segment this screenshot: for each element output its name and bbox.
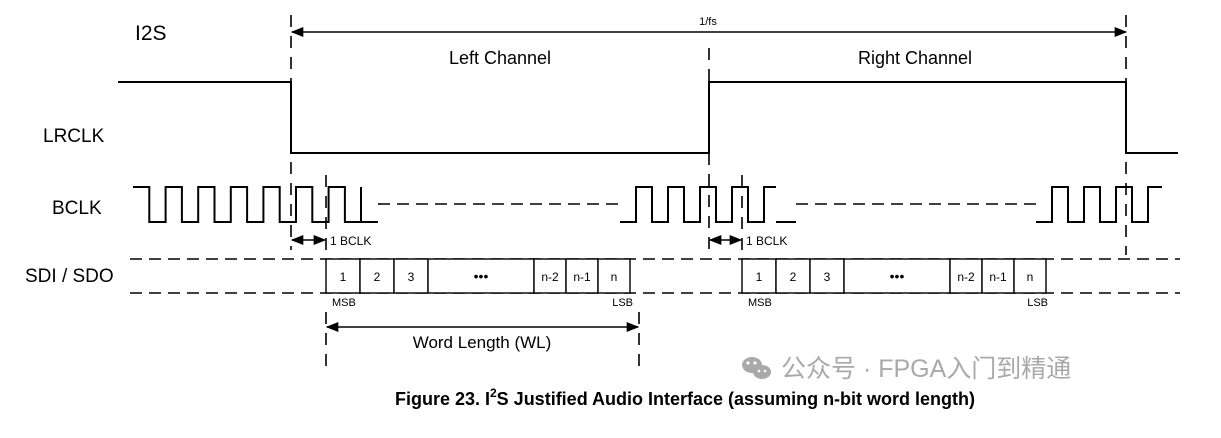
bclk-waveform bbox=[133, 186, 1162, 223]
delay-label-right: 1 BCLK bbox=[746, 234, 787, 248]
slot-box-right-4 bbox=[949, 258, 983, 294]
slot-label-right-6: n bbox=[1027, 270, 1034, 284]
bclk-segment-1 bbox=[133, 186, 361, 223]
delay-label-left: 1 BCLK bbox=[330, 234, 371, 248]
slot-label-left-2: 3 bbox=[408, 270, 415, 284]
slot-label-right-2: 3 bbox=[824, 270, 831, 284]
period-label: 1/fs bbox=[699, 16, 717, 28]
diagram-tag: I2S bbox=[135, 22, 167, 45]
bclk-segment-2 bbox=[620, 186, 776, 223]
slot-label-right-0: 1 bbox=[756, 270, 763, 284]
slot-label-left-5: n-1 bbox=[573, 270, 591, 284]
slot-box-right-6 bbox=[1013, 258, 1047, 294]
slot-box-left-2 bbox=[393, 258, 429, 294]
left-channel-label: Left Channel bbox=[449, 48, 551, 68]
slot-label-right-3: ••• bbox=[890, 268, 905, 284]
slot-label-left-0: 1 bbox=[340, 270, 347, 284]
slot-box-left-3 bbox=[427, 258, 535, 294]
slot-box-left-1 bbox=[359, 258, 395, 294]
bclk-label: BCLK bbox=[52, 198, 102, 219]
slot-label-right-1: 2 bbox=[790, 270, 797, 284]
slot-label-right-4: n-2 bbox=[957, 270, 975, 284]
lrclk-waveform bbox=[118, 81, 1178, 154]
figure-caption: Figure 23. I2S Justified Audio Interface… bbox=[395, 386, 975, 409]
slot-label-left-6: n bbox=[611, 270, 618, 284]
word-length-label: Word Length (WL) bbox=[413, 333, 552, 352]
lrclk-label: LRCLK bbox=[43, 126, 105, 147]
data-word-right: 1 2 3 ••• n-2 n-1 n bbox=[741, 258, 1047, 294]
bclk-segment-1-tail bbox=[360, 187, 378, 223]
slot-label-right-5: n-1 bbox=[989, 270, 1007, 284]
slot-label-left-4: n-2 bbox=[541, 270, 559, 284]
slot-label-left-3: ••• bbox=[474, 268, 489, 284]
data-word-left: 1 2 3 ••• n-2 n-1 n bbox=[325, 258, 631, 294]
slot-box-left-6 bbox=[597, 258, 631, 294]
slot-box-left-0 bbox=[325, 258, 361, 294]
watermark-text: 公众号 · FPGA入门到精通 bbox=[781, 355, 1071, 383]
bclk-segment-3 bbox=[1036, 186, 1162, 223]
lsb-label-right: LSB bbox=[1027, 297, 1048, 309]
msb-label-right: MSB bbox=[748, 297, 772, 309]
sdi-sdo-label: SDI / SDO bbox=[25, 266, 114, 287]
lsb-label-left: LSB bbox=[612, 297, 633, 309]
caption-prefix: Figure 23. I bbox=[395, 389, 490, 409]
slot-label-left-1: 2 bbox=[374, 270, 381, 284]
caption-suffix: S Justified Audio Interface (assuming n-… bbox=[497, 389, 975, 409]
slot-box-right-1 bbox=[775, 258, 811, 294]
wechat-icon bbox=[742, 357, 771, 379]
caption-superscript: 2 bbox=[490, 386, 497, 400]
msb-label-left: MSB bbox=[332, 297, 356, 309]
right-channel-label: Right Channel bbox=[858, 48, 972, 68]
slot-box-right-3 bbox=[843, 258, 951, 294]
